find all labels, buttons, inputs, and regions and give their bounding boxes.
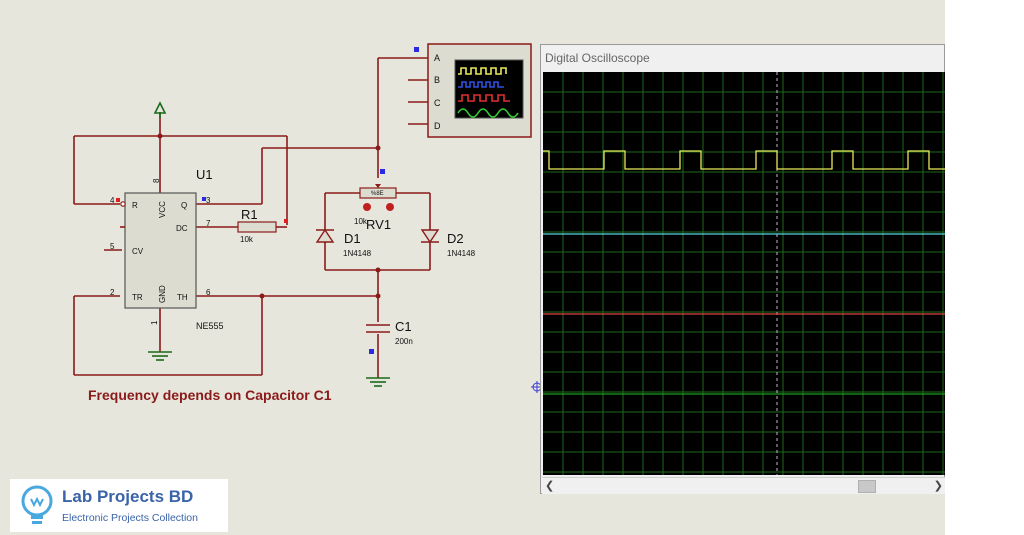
oscilloscope-title: Digital Oscilloscope [545,51,650,65]
scope-channel-b: B [434,75,440,85]
pin-q-label: Q [181,201,187,210]
pin-3-number: 3 [206,196,211,205]
d1-ref: D1 [344,231,361,246]
rv1-value: 10k [354,217,368,226]
r1-body[interactable] [237,221,277,233]
scrollbar-thumb[interactable] [858,480,876,493]
rv1-pct: %8E [371,191,384,197]
trace-a [543,150,947,170]
u1-part: NE555 [196,321,224,331]
pin-vcc-label: VCC [158,201,167,218]
u1-body[interactable] [124,192,197,309]
pin-cv-label: CV [132,247,144,256]
rv1-inc-icon[interactable] [386,203,394,211]
oscilloscope-grid [543,72,945,475]
logo-tagline: Electronic Projects Collection [62,512,198,524]
power-terminal-icon [153,101,167,118]
d2-symbol[interactable] [420,229,440,244]
rv1-ref: RV1 [366,217,391,232]
rv1-dec-icon[interactable] [363,203,371,211]
d1-part: 1N4148 [343,249,372,258]
pin-6-number: 6 [206,288,211,297]
pin-2-number: 2 [110,288,115,297]
schematic-canvas[interactable]: U1 NE555 R Q DC CV TR TH VCC GND 4 8 3 7… [0,0,947,535]
pin-th-label: TH [177,293,188,302]
pin-4-number: 4 [110,196,115,205]
c1-ref: C1 [395,319,412,334]
horizontal-scrollbar[interactable]: ❮ ❯ [542,477,945,494]
oscilloscope-window[interactable]: Digital Oscilloscope ❮ ❯ [540,44,947,494]
pin-1-number: 1 [150,320,159,325]
circuit-caption: Frequency depends on Capacitor C1 [88,387,332,403]
pin-r-label: R [132,201,138,210]
lightbulb-icon [21,485,53,524]
u1-ref: U1 [196,167,213,182]
pin-gnd-label: GND [158,285,167,303]
r1-value: 10k [240,235,254,244]
junctions [157,133,381,299]
chevron-left-icon[interactable]: ❮ [545,480,555,492]
pin-tr-label: TR [132,293,143,302]
lab-projects-logo: Lab Projects BD Electronic Projects Coll… [10,479,228,532]
selection-markers [202,47,419,354]
logo-name: Lab Projects BD [62,487,194,506]
pin-8-number: 8 [152,178,161,183]
ground-icon [148,351,390,387]
pin-dc-label: DC [176,224,188,233]
d2-ref: D2 [447,231,464,246]
scope-channel-d: D [434,121,441,131]
d2-part: 1N4148 [447,249,476,258]
c1-value: 200n [395,337,413,346]
chevron-right-icon[interactable]: ❯ [933,480,943,492]
r1-ref: R1 [241,207,258,222]
d1-symbol[interactable] [315,228,335,243]
pin-7-number: 7 [206,219,211,228]
pin-5-number: 5 [110,242,115,251]
c1-symbol[interactable] [366,324,390,333]
scope-channel-a: A [434,53,440,63]
oscilloscope-screen[interactable] [543,72,947,475]
scope-channel-c: C [434,98,441,108]
